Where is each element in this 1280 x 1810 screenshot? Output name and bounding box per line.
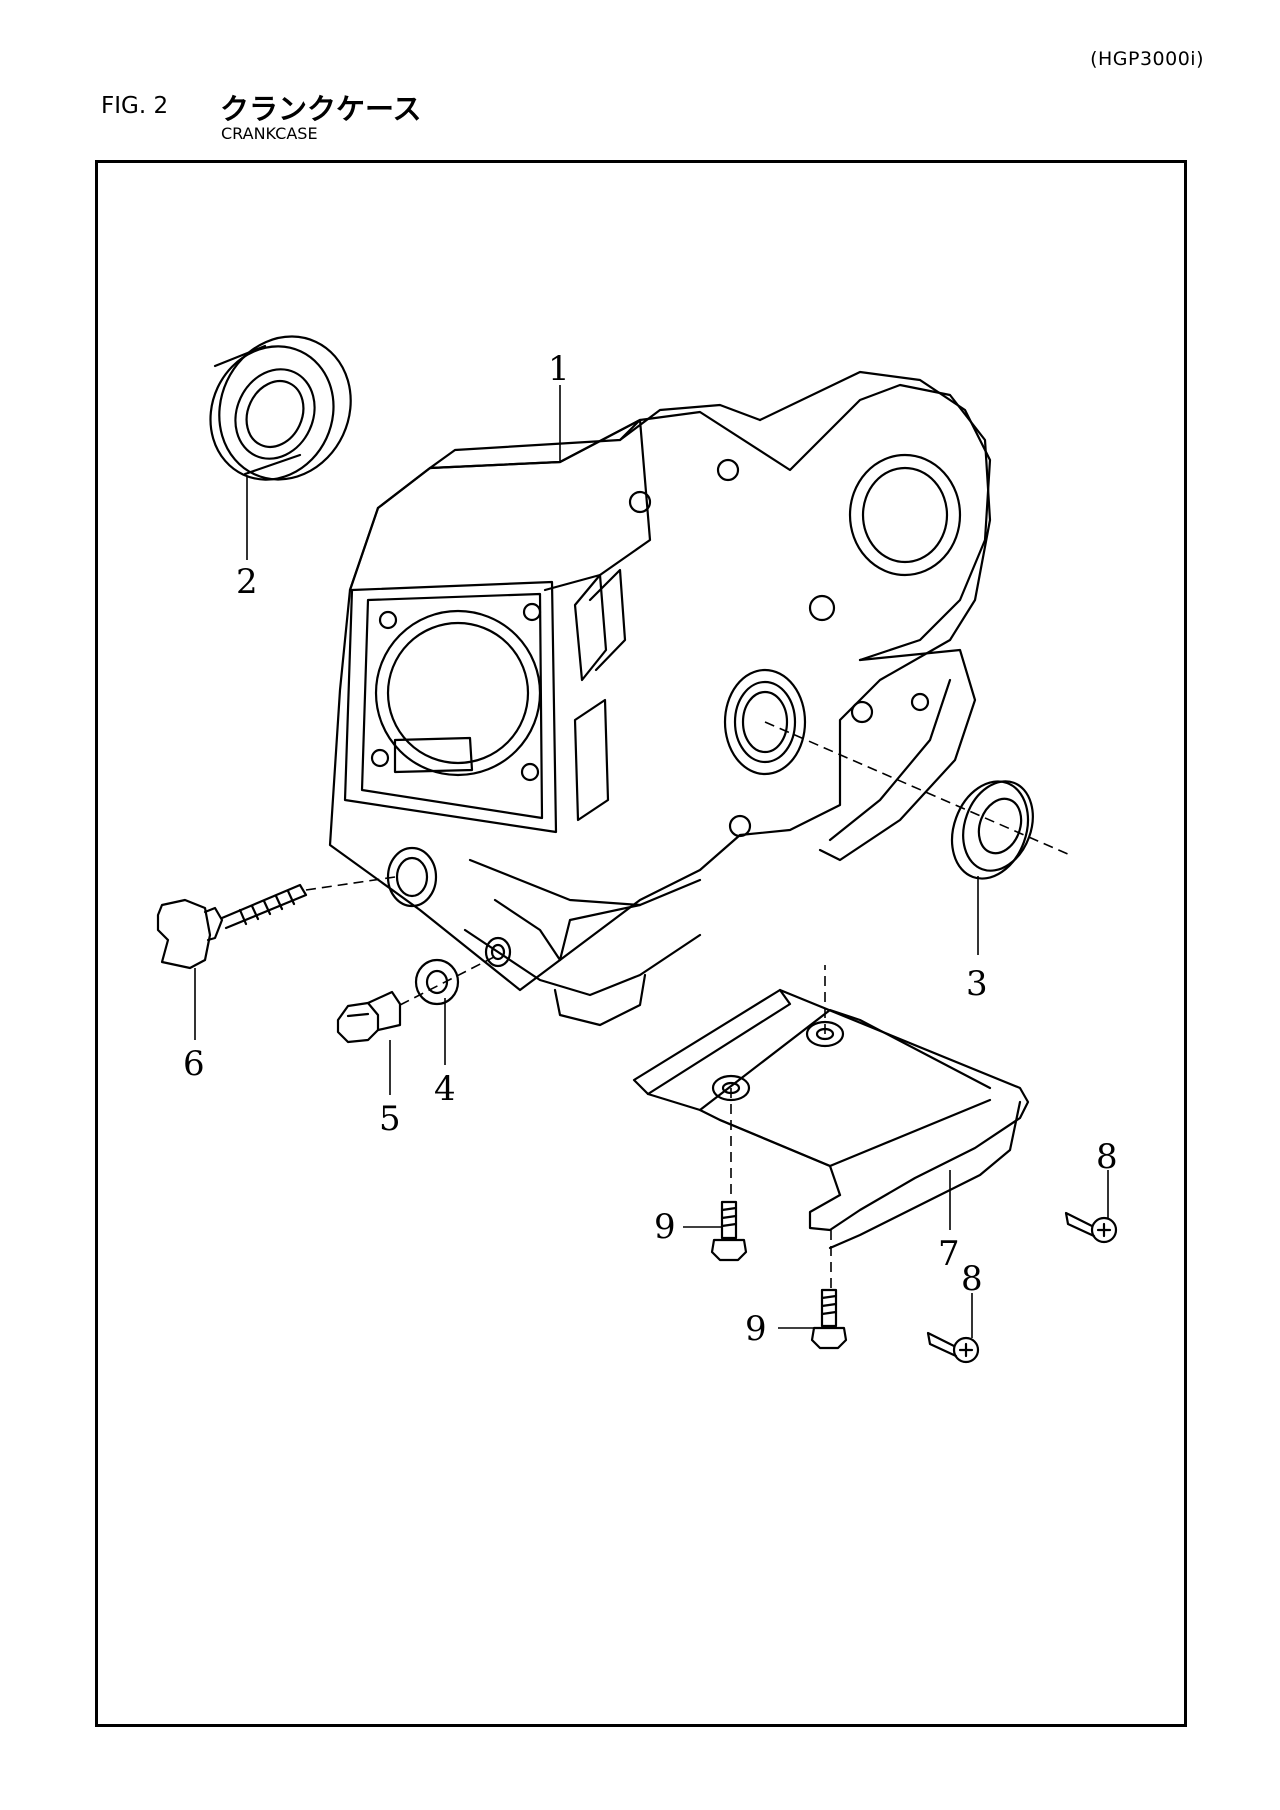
bracket-drawing bbox=[632, 988, 1030, 1250]
screw-drawing-upper bbox=[1064, 1211, 1118, 1244]
diagram-frame bbox=[95, 160, 1187, 1727]
model-code: (HGP3000i) bbox=[1090, 48, 1204, 70]
screw-drawing-lower bbox=[926, 1331, 980, 1364]
bolt-drawing-left bbox=[710, 1200, 748, 1262]
bolt-drawing-right bbox=[810, 1288, 848, 1350]
dipstick-drawing bbox=[156, 883, 308, 970]
callout-5: 5 bbox=[379, 1099, 401, 1139]
callout-7: 7 bbox=[938, 1234, 960, 1274]
crankcase-drawing bbox=[328, 370, 992, 1027]
callout-4: 4 bbox=[434, 1069, 456, 1109]
callout-8-upper: 8 bbox=[1096, 1137, 1118, 1177]
washer-drawing bbox=[414, 958, 460, 1006]
figure-title-en: CRANKCASE bbox=[221, 124, 318, 143]
callout-9-right: 9 bbox=[745, 1309, 767, 1349]
figure-number: FIG. 2 bbox=[101, 93, 169, 119]
drain-bolt-drawing bbox=[336, 990, 402, 1044]
bearing-drawing bbox=[209, 335, 352, 481]
oil-seal-drawing bbox=[950, 780, 1034, 880]
callout-3: 3 bbox=[966, 964, 988, 1004]
callout-2: 2 bbox=[236, 562, 258, 602]
callout-6: 6 bbox=[183, 1044, 205, 1084]
callout-9-left: 9 bbox=[654, 1207, 676, 1247]
callout-1: 1 bbox=[548, 349, 570, 389]
figure-title-jp: クランクケース bbox=[220, 92, 422, 126]
callout-8-lower: 8 bbox=[961, 1259, 983, 1299]
